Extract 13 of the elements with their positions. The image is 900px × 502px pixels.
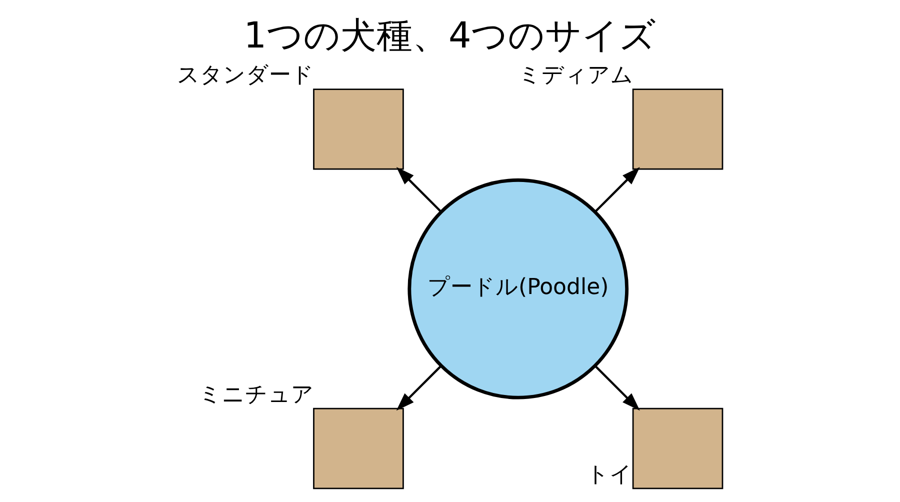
node-label: ミニチュア — [199, 382, 314, 408]
node-label: スタンダード — [177, 63, 314, 88]
arrow — [594, 167, 640, 213]
node-box — [313, 88, 404, 170]
diagram-title: 1つの犬種、4つのサイズ — [244, 16, 656, 57]
node-label: トイ — [586, 462, 633, 488]
arrow — [396, 365, 442, 411]
arrow — [396, 167, 442, 213]
node-label: ミディアム — [518, 63, 634, 88]
node-box — [632, 88, 724, 170]
arrow — [594, 365, 640, 411]
node-box — [313, 408, 404, 490]
node-box — [632, 408, 724, 490]
